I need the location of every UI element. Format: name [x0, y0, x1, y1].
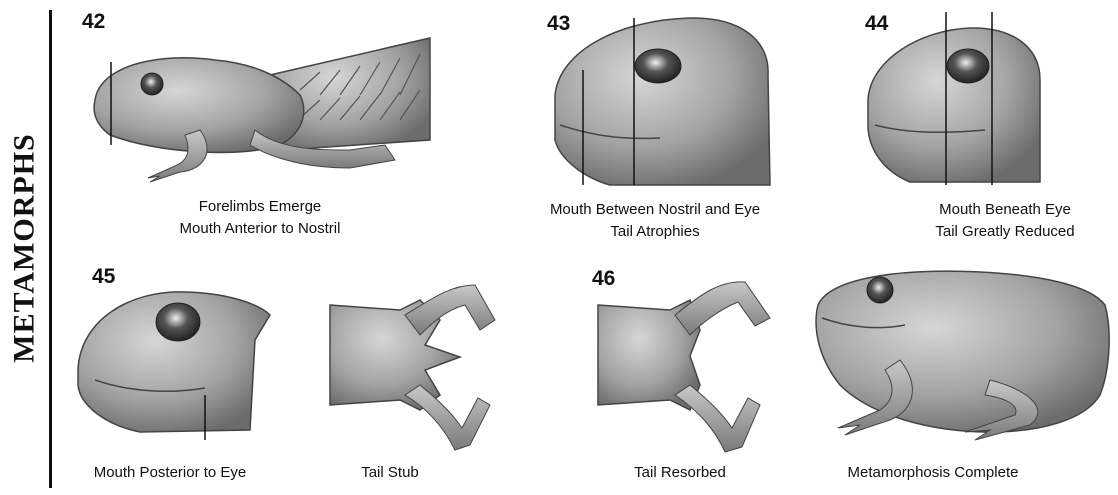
stage-number-45: 45 [92, 265, 115, 289]
tail-stub-drawing [330, 285, 495, 450]
stage-44-head-drawing [868, 12, 1040, 185]
stage-number-43: 43 [547, 12, 570, 36]
stage-42-caption-line2: Mouth Anterior to Nostril [140, 218, 380, 240]
stage-46-drawing [598, 282, 770, 452]
stage-43-caption-line2: Tail Atrophies [505, 221, 805, 243]
stage-number-42: 42 [82, 10, 105, 34]
stage-42-caption: Forelimbs Emerge Mouth Anterior to Nostr… [140, 196, 380, 240]
stage-number-44: 44 [865, 12, 888, 36]
stage-44-caption-line2: Tail Greatly Reduced [900, 221, 1110, 243]
stage-42-tadpole-drawing [94, 38, 430, 182]
adult-frog-drawing [816, 271, 1109, 440]
stage-42-caption-line1: Forelimbs Emerge [140, 196, 380, 218]
stage-43-head-drawing [555, 18, 770, 185]
stage-44-caption: Mouth Beneath Eye Tail Greatly Reduced [900, 199, 1110, 243]
stage-number-46: 46 [592, 267, 615, 291]
tail-stub-caption: Tail Stub [330, 462, 450, 484]
metamorphosis-complete-caption: Metamorphosis Complete [808, 462, 1058, 484]
stage-43-caption-line1: Mouth Between Nostril and Eye [505, 199, 805, 221]
stage-45-caption: Mouth Posterior to Eye [60, 462, 280, 484]
stage-44-caption-line1: Mouth Beneath Eye [900, 199, 1110, 221]
stage-43-caption: Mouth Between Nostril and Eye Tail Atrop… [505, 199, 805, 243]
stage-46-caption: Tail Resorbed [600, 462, 760, 484]
stage-45-head-drawing [78, 292, 270, 440]
